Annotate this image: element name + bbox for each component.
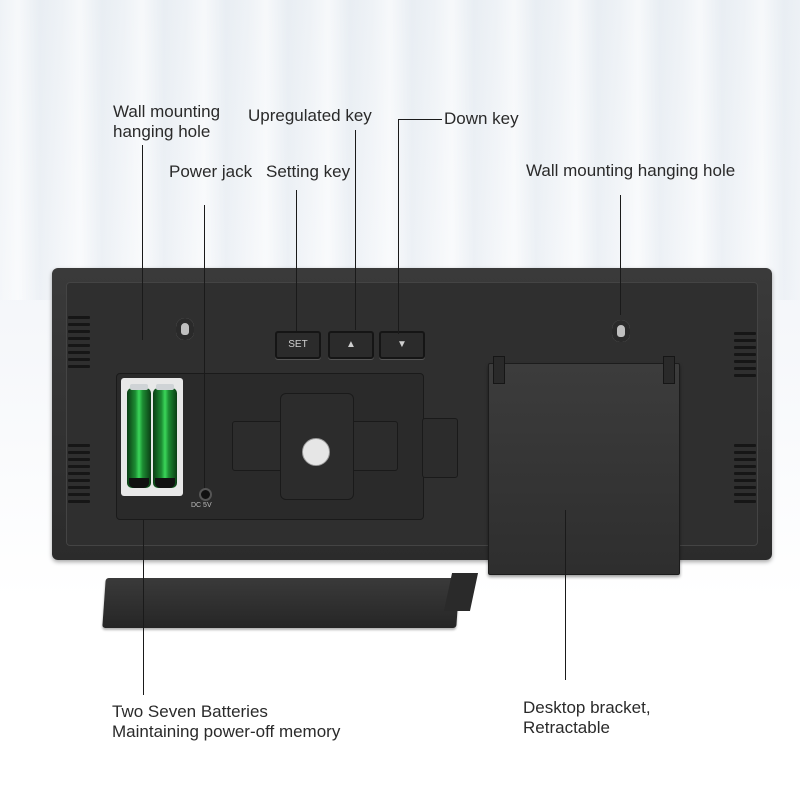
leader-setting-key [296, 190, 297, 331]
bracket-mount [232, 393, 398, 500]
wall-hanging-hole-left [176, 318, 194, 340]
vent-left-top [68, 316, 90, 372]
label-upregulated-key: Upregulated key [248, 106, 372, 125]
bracket-hinge-right [663, 356, 675, 384]
bracket-latch [422, 418, 458, 478]
label-wall-hole-right: Wall mounting hanging hole [526, 161, 736, 180]
down-key[interactable]: ▼ [379, 331, 425, 359]
label-batteries-line1: Two Seven Batteries [112, 702, 268, 721]
label-bracket-line1: Desktop bracket, [523, 698, 651, 717]
battery-1 [127, 384, 151, 488]
battery-holder [121, 378, 183, 496]
battery-cover[interactable] [102, 578, 460, 628]
wall-hanging-hole-right [612, 320, 630, 342]
leader-down-key [398, 119, 399, 334]
label-setting-key: Setting key [266, 162, 351, 181]
dc-label: DC 5V [191, 502, 212, 509]
label-power-jack: Power jack [169, 162, 253, 181]
label-bracket: Desktop bracket, Retractable [523, 698, 651, 738]
desktop-bracket[interactable] [488, 356, 680, 575]
leader-wall-hole-right [620, 195, 621, 315]
power-jack-socket[interactable] [199, 488, 212, 501]
label-bracket-line2: Retractable [523, 718, 610, 737]
vent-right-top [734, 332, 756, 381]
label-wall-hole-left-line1: Wall mounting [113, 102, 221, 121]
vent-left-bottom [68, 444, 90, 507]
battery-2 [153, 384, 177, 488]
up-key[interactable]: ▲ [328, 331, 374, 359]
set-key[interactable]: SET [275, 331, 321, 359]
leader-power-jack [204, 205, 205, 488]
mount-knob [302, 438, 330, 466]
label-down-key: Down key [444, 109, 519, 128]
leader-down-key-horizontal [398, 119, 442, 120]
label-wall-hole-left-line2: hanging hole [113, 122, 211, 141]
label-batteries: Two Seven Batteries Maintaining power-of… [112, 702, 340, 742]
label-batteries-line2: Maintaining power-off memory [112, 722, 341, 741]
background-curtain [0, 0, 800, 300]
bracket-hinge-left [493, 356, 505, 384]
leader-wall-hole-left [142, 145, 143, 340]
leader-upregulated-key [355, 130, 356, 330]
vent-right-bottom [734, 444, 756, 507]
leader-bracket [565, 510, 566, 680]
label-wall-hole-left: Wall mounting hanging hole [113, 102, 220, 142]
leader-batteries [143, 520, 144, 695]
